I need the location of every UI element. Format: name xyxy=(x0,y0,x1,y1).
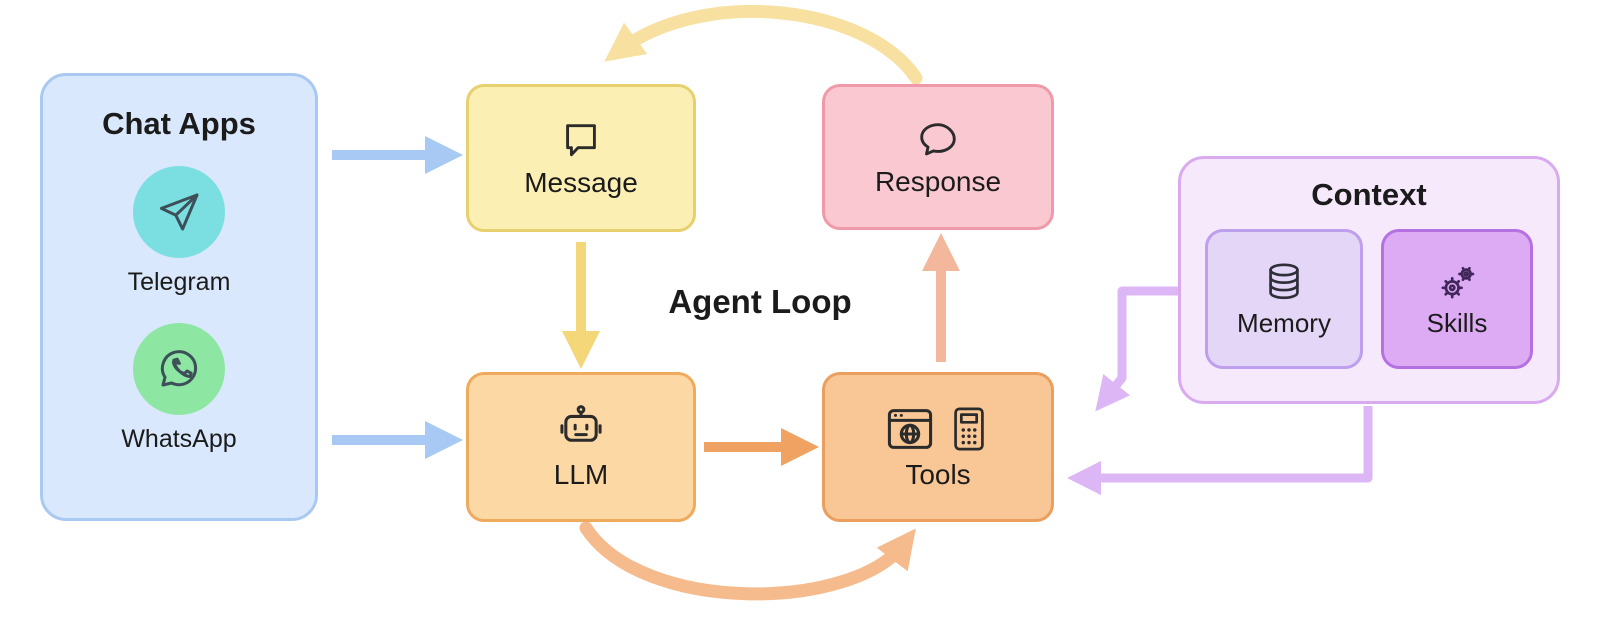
skills-label: Skills xyxy=(1426,307,1488,338)
context-items: Memory Skills xyxy=(1205,229,1533,369)
browser-globe-icon xyxy=(887,409,933,449)
response-node: Response xyxy=(822,84,1054,230)
telegram-icon xyxy=(159,193,199,231)
tools-icons xyxy=(884,403,992,455)
gears-icon xyxy=(1441,266,1475,299)
tools-label: Tools xyxy=(905,459,971,490)
chat-apps-panel: Chat Apps Telegram WhatsApp xyxy=(40,73,318,521)
chat-apps-title: Chat Apps xyxy=(102,106,256,141)
arrow-response-to-message-curve xyxy=(604,4,923,85)
context-title: Context xyxy=(1311,177,1427,212)
arrow-llm-to-tools-curve xyxy=(579,521,916,601)
speech-bubble-round-icon xyxy=(920,123,956,156)
whatsapp-icon xyxy=(160,350,198,387)
llm-node: LLM xyxy=(466,372,696,522)
message-node: Message xyxy=(466,84,696,232)
tools-node: Tools xyxy=(822,372,1054,522)
memory-node: Memory xyxy=(1205,229,1363,369)
whatsapp-label: WhatsApp xyxy=(121,425,237,453)
robot-icon xyxy=(560,405,602,442)
skills-node: Skills xyxy=(1381,229,1533,369)
speech-bubble-square-icon xyxy=(566,124,596,157)
message-label: Message xyxy=(524,167,638,198)
telegram-badge xyxy=(133,166,225,258)
arrow-context-to-tools-side xyxy=(1066,406,1373,496)
memory-label: Memory xyxy=(1237,307,1331,338)
calculator-icon xyxy=(954,407,984,451)
context-panel: Context Memory xyxy=(1178,156,1560,404)
database-icon xyxy=(1269,262,1299,299)
arrow-context-to-tools-top xyxy=(1095,286,1178,412)
agent-loop-label: Agent Loop xyxy=(668,283,852,320)
response-label: Response xyxy=(874,166,1002,197)
telegram-label: Telegram xyxy=(127,268,231,296)
llm-label: LLM xyxy=(553,459,609,490)
whatsapp-badge xyxy=(133,323,225,415)
